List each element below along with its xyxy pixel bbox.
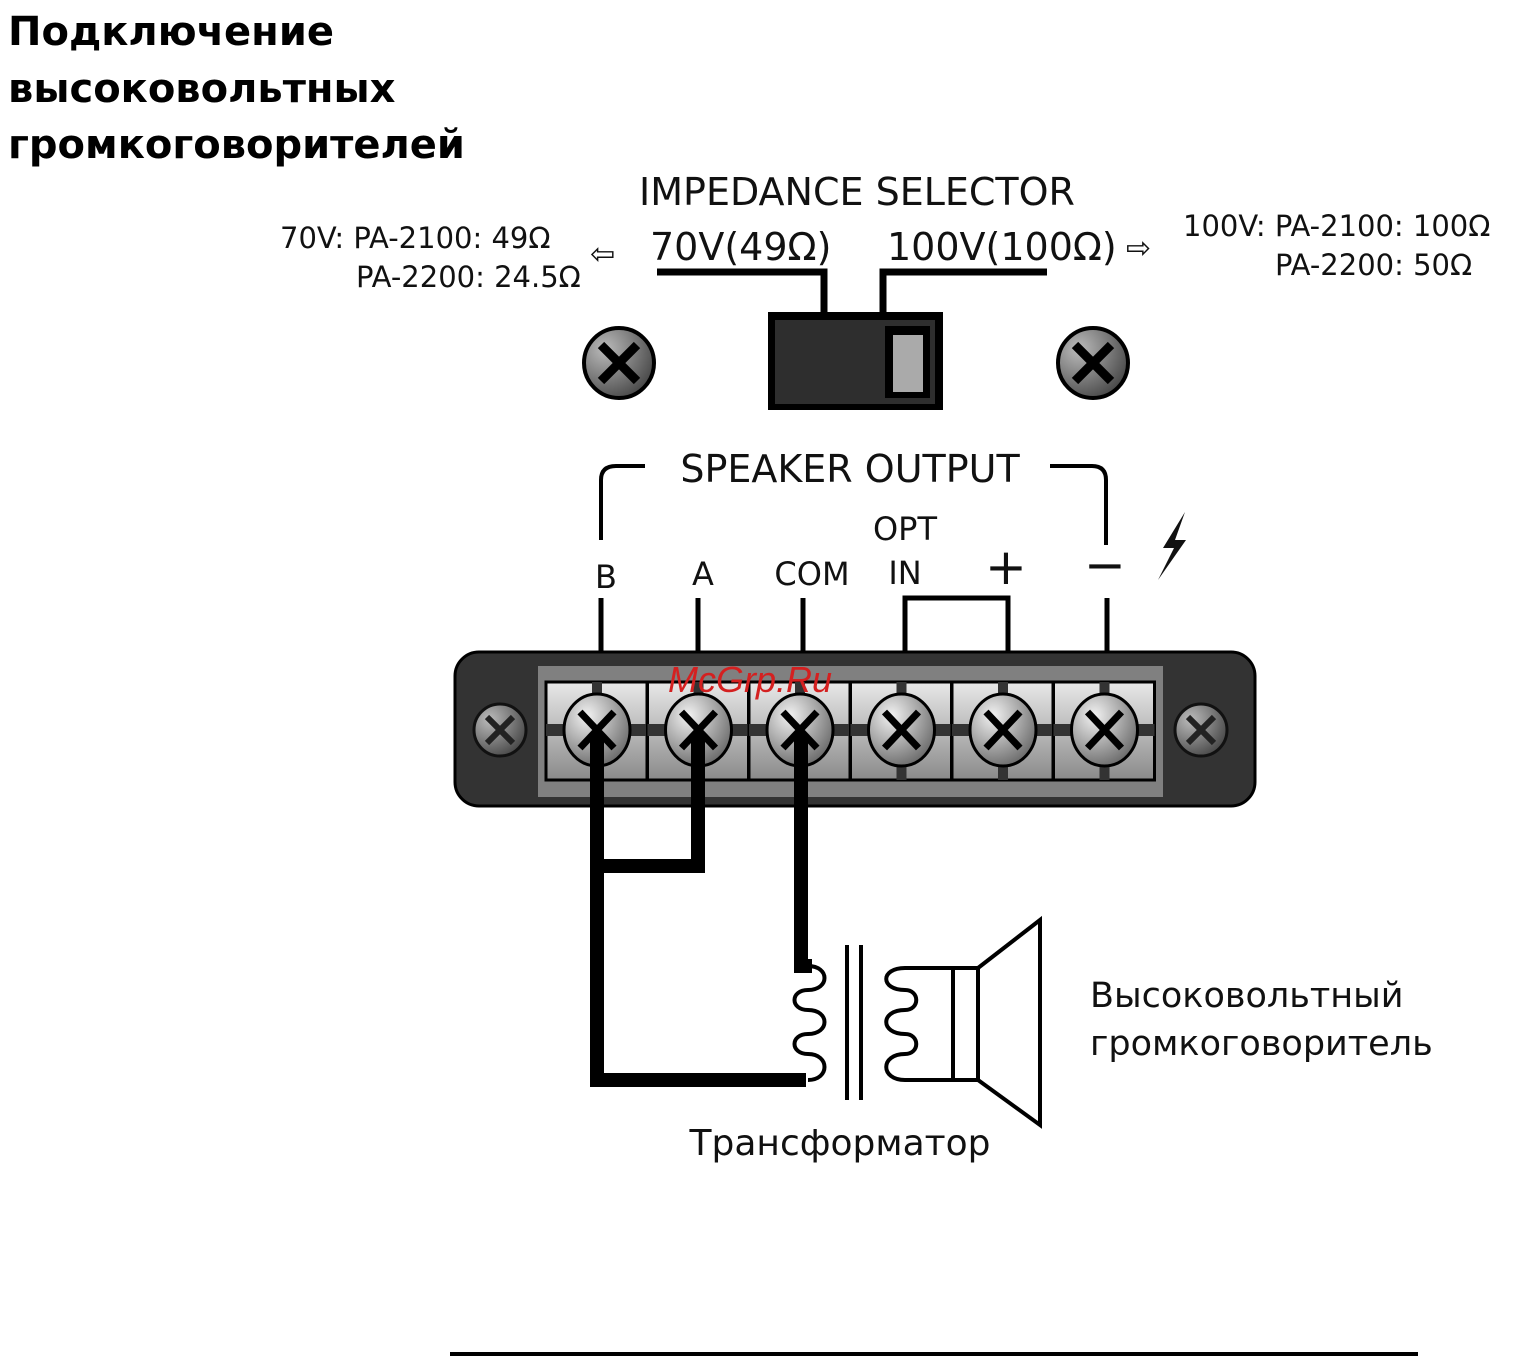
right-arrow-icon: ⇨ [1126, 231, 1151, 266]
terminal-label-opt: OPT [873, 510, 937, 548]
title-line-3: громкоговорителей [8, 122, 465, 168]
impedance-switch [768, 312, 943, 410]
speaker-label-line-2: громкоговоритель [1090, 1024, 1433, 1064]
transformer [792, 945, 955, 1100]
terminal-screw-4 [849, 680, 953, 782]
impedance-selector-heading: IMPEDANCE SELECTOR [639, 170, 1075, 214]
title-line-2: высоковольтных [8, 66, 396, 112]
watermark: McGrp.Ru [668, 659, 832, 700]
note-100v-line-1: 100V: PA-2100: 100Ω [1183, 209, 1490, 243]
terminal-block [453, 650, 1257, 808]
terminal-screw-5 [950, 680, 1055, 782]
terminal-label-b: B [595, 558, 617, 596]
end-screw-left-icon [472, 702, 528, 758]
selector-leads [657, 268, 1047, 314]
note-70v-line-2: PA-2200: 24.5Ω [356, 260, 581, 294]
terminal-label-com: COM [774, 555, 849, 593]
note-100v-line-2: PA-2200: 50Ω [1275, 248, 1472, 282]
terminal-label-minus: − [1084, 536, 1126, 594]
terminal-label-in: IN [888, 554, 921, 592]
output-bracket [599, 464, 1108, 545]
title-line-1: Подключение [8, 9, 334, 55]
end-screw-right-icon [1173, 702, 1229, 758]
mount-screw-right-icon [1056, 326, 1130, 400]
speaker-icon [951, 915, 1042, 1129]
left-arrow-icon: ⇦ [590, 237, 615, 272]
high-voltage-icon [1158, 512, 1186, 580]
transformer-label: Трансформатор [689, 1123, 991, 1164]
terminal-label-a: A [692, 555, 714, 593]
speaker-label-line-1: Высоковольтный [1090, 976, 1404, 1016]
option-70v: 70V(49Ω) [650, 225, 831, 269]
opt-jumper [902, 595, 1011, 652]
note-70v-line-1: 70V: PA-2100: 49Ω [280, 221, 551, 255]
terminal-label-plus: + [985, 538, 1027, 596]
mount-screw-left-icon [582, 326, 656, 400]
option-100v: 100V(100Ω) [887, 225, 1117, 269]
speaker-output-heading: SPEAKER OUTPUT [680, 447, 1020, 491]
terminal-leads [598, 598, 1110, 652]
terminal-screw-6 [1052, 680, 1156, 782]
